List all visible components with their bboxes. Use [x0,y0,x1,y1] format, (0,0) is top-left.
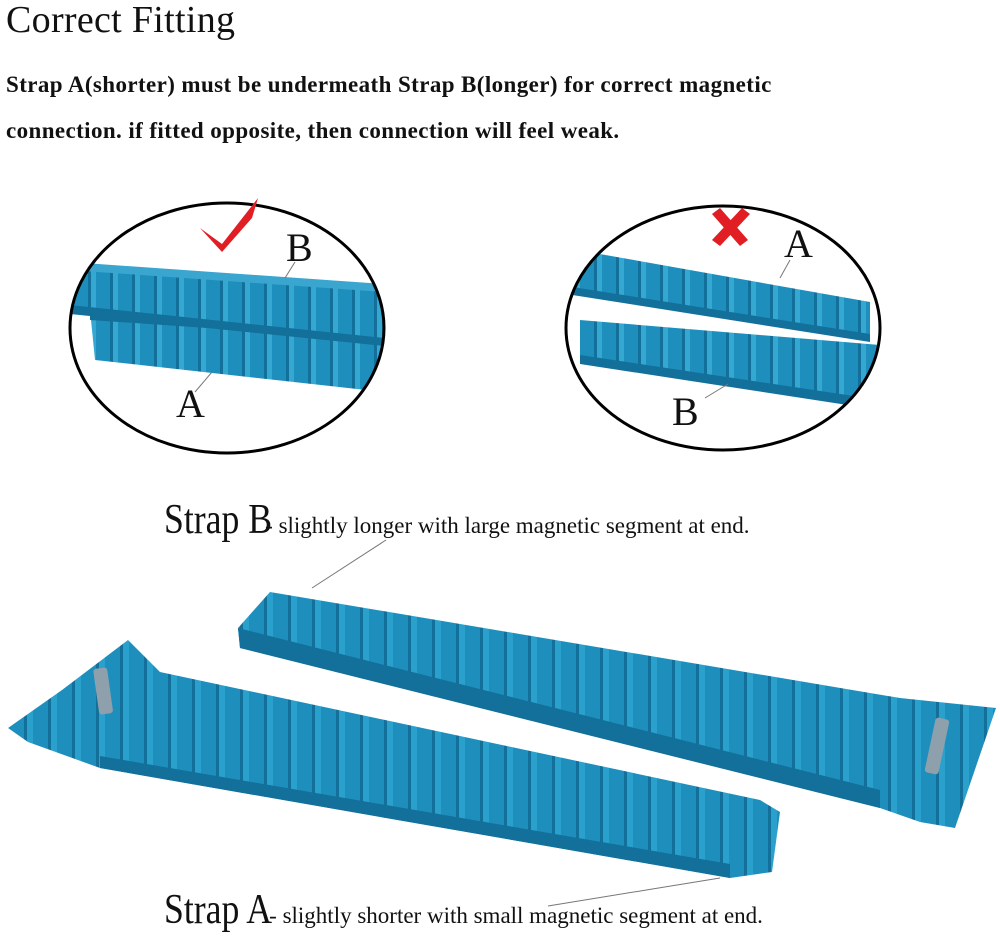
wrong-bottom-label: B [672,389,699,434]
strap-b-description: - slightly longer with large magnetic se… [265,513,750,538]
strap-a-name: Strap A [164,887,273,933]
wrong-fitting-diagram [564,204,882,452]
magnifier-circle [564,204,882,452]
instruction-line-2: connection. if fitted opposite, then con… [6,118,620,143]
wrong-top-label: A [784,221,813,266]
strap-b-name: Strap B [164,497,273,543]
strap-b-image [238,539,996,828]
correct-fitting-diagram [68,198,386,455]
fitting-instructions: Strap A(shorter) must be undermeath Stra… [6,62,991,154]
cross-icon [712,208,750,246]
strap-b-closeup-wrong [580,320,880,410]
instruction-line-1: Strap A(shorter) must be undermeath Stra… [6,72,772,97]
strap-a-closeup-wrong [566,248,870,342]
correct-bottom-label: A [176,381,205,426]
magnifier-circle [68,201,386,455]
strap-b-closeup [70,262,384,346]
strap-b-caption: Strap B- slightly longer with large magn… [164,496,750,544]
correct-top-label: B [286,225,313,270]
strap-a-description: - slightly shorter with small magnetic s… [269,903,763,928]
page-title: Correct Fitting [6,0,236,41]
check-icon [200,198,258,252]
strap-a-image [8,640,780,907]
strap-a-caption: Strap A- slightly shorter with small mag… [164,886,763,934]
